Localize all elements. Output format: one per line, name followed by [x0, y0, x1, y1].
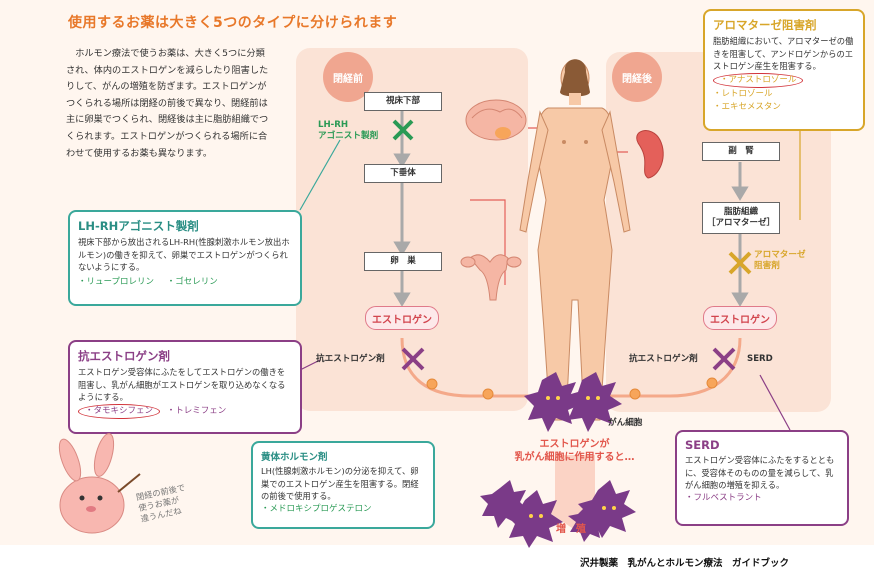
drug-fulvestrant: ・フルベストラント: [685, 492, 762, 503]
card-progestin-title: 黄体ホルモン剤: [261, 452, 328, 463]
adrenal-box: 副 腎: [702, 142, 780, 161]
cancer-cell-label: がん細胞: [608, 418, 643, 428]
estrogen-post: エストロゲン: [703, 306, 777, 330]
fat-tissue-box: 脂肪組織 ［アロマターゼ］: [702, 202, 780, 234]
aromatase-inhibitor-label: アロマターゼ 阻害剤: [754, 250, 806, 271]
card-aromatase-title: アロマターゼ阻害剤: [713, 18, 817, 32]
anti-estrogen-label-post: 抗エストロゲン剤: [629, 354, 698, 364]
card-serd-text: エストロゲン受容体にふたをするとともに、受容体そのものの量を減らして、乳がん細胞…: [685, 455, 835, 490]
drug-goserelin: ・ゴセレリン: [166, 276, 218, 287]
card-progestin-text: LH(性腺刺激ホルモン)の分泌を抑えて、卵巣でのエストロゲン産生を阻害する。閉経…: [261, 466, 419, 501]
drug-letrozole: ・レトロゾール: [713, 88, 773, 99]
uterus-icon: [460, 254, 522, 301]
card-anti-text: エストロゲン受容体にふたをしてエストロゲンの働きを阻害し、乳がん細胞がエストロゲ…: [78, 367, 286, 402]
card-aromatase-inhibitor: アロマターゼ阻害剤 脂肪組織において、アロマターゼの働きを阻害して、アンドロゲン…: [703, 9, 865, 131]
card-lhrh-text: 視床下部から放出されるLH-RH(性腺刺激ホルモン放出ホルモン)の働きを抑えて、…: [78, 237, 290, 272]
card-serd: SERD エストロゲン受容体にふたをするとともに、受容体そのものの量を減らして、…: [675, 430, 849, 526]
footer-source: 沢井製薬 乳がんとホルモン療法 ガイドブック: [580, 558, 790, 569]
pituitary-box: 下垂体: [364, 164, 442, 183]
drug-toremifene: ・トレミフェン: [166, 405, 227, 416]
estrogen-effect-text: エストロゲンが 乳がん細胞に作用すると…: [514, 439, 635, 463]
intro-text: ホルモン療法で使うお薬は、大きく5つに分類され、体内のエストロゲンを減らしたり阻…: [66, 48, 269, 159]
drug-leuprorelin: ・リュープロレリン: [78, 276, 154, 287]
card-aromatase-drugs: ・アナストロゾール ・レトロゾール ・エキセメスタン: [713, 72, 863, 114]
card-lhrh-title: LH-RHアゴニスト製剤: [78, 219, 199, 233]
kidney-icon: [636, 130, 664, 179]
card-anti-estrogen: 抗エストロゲン剤 エストロゲン受容体にふたをしてエストロゲンの働きを阻害し、乳が…: [68, 340, 302, 434]
card-serd-title: SERD: [685, 438, 720, 452]
drug-exemestane: ・エキセメスタン: [713, 101, 781, 112]
card-lhrh-agonist: LH-RHアゴニスト製剤 視床下部から放出されるLH-RH(性腺刺激ホルモン放出…: [68, 210, 302, 306]
anti-estrogen-label-pre: 抗エストロゲン剤: [316, 354, 385, 364]
growth-label: 増 殖: [556, 524, 586, 535]
card-aromatase-text: 脂肪組織において、アロマターゼの働きを阻害して、アンドロゲンからのエストロゲン産…: [713, 36, 854, 71]
lhrh-agonist-label: LH-RH アゴニスト製剤: [318, 120, 379, 141]
card-progestin: 黄体ホルモン剤 LH(性腺刺激ホルモン)の分泌を抑えて、卵巣でのエストロゲン産生…: [251, 441, 435, 529]
estrogen-pre: エストロゲン: [365, 306, 439, 330]
ovary-box: 卵 巣: [364, 252, 442, 271]
page-title: 使用するお薬は大きく5つのタイプに分けられます: [68, 15, 398, 31]
postmenopause-label: 閉経後: [612, 52, 662, 102]
drug-anastrozole: ・アナストロゾール: [713, 72, 804, 88]
serd-label: SERD: [747, 354, 773, 364]
brain-icon: [465, 99, 527, 141]
hypothalamus-box: 視床下部: [364, 92, 442, 111]
card-anti-title: 抗エストロゲン剤: [78, 349, 170, 363]
drug-medroxyprogesterone: ・メドロキシプロゲステロン: [261, 503, 372, 514]
drug-tamoxifen: ・タモキシフェン: [78, 403, 161, 419]
